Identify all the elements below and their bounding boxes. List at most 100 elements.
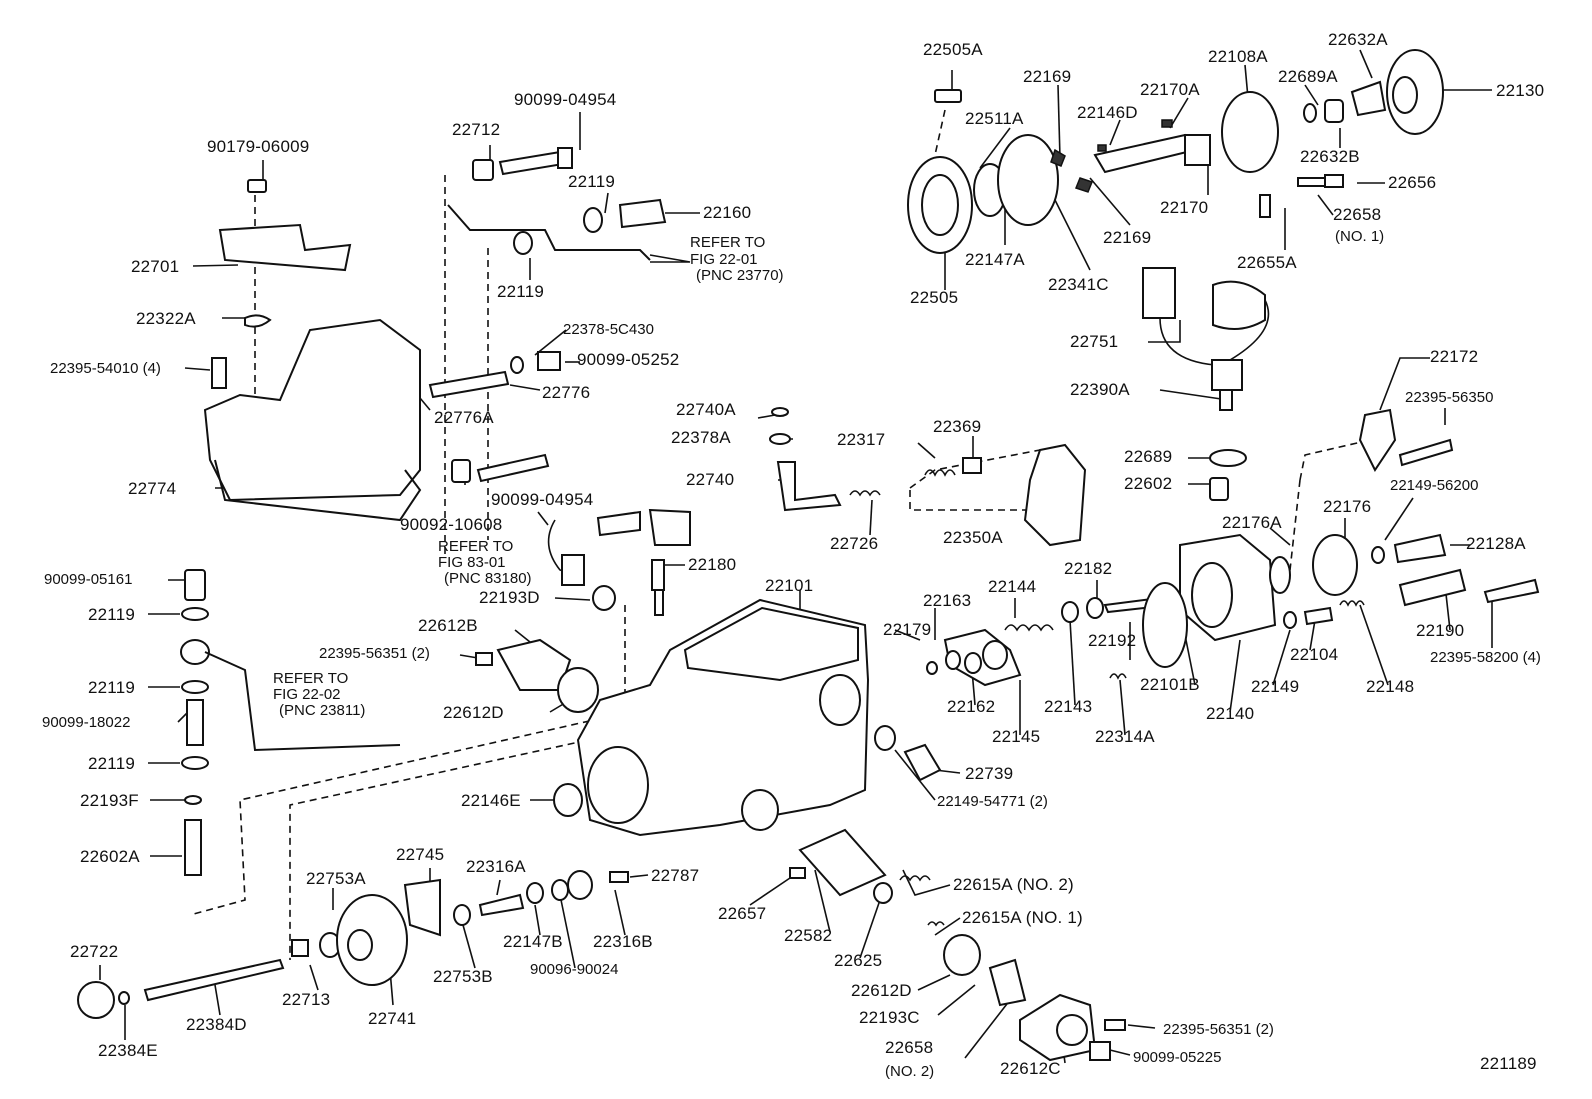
valve-22176 [1312,534,1358,596]
bracket-22701 [218,223,352,272]
ring-22625 [873,882,893,904]
solenoid-tip [1219,389,1233,411]
part-label: 22350A [943,528,1003,547]
ref-note-3-line2: FIG 22-02 [273,686,341,703]
figure-number: 221189 [1480,1054,1537,1073]
part-label: 22170A [1140,80,1200,99]
ring-22378a [769,433,791,445]
cap-22751 [1212,280,1266,330]
ref-note-2-line2: FIG 83-01 [438,554,506,571]
part-label: 22176A [1222,513,1282,532]
part-label: 22314A [1095,727,1155,746]
lever-22350a [1023,443,1087,547]
part-label: 22316A [466,857,526,876]
part-label: 22140 [1206,704,1254,723]
gasket-22119-3 [181,756,209,770]
shaft-22384d [143,958,285,1002]
part-label: 22774 [128,479,176,498]
shaft-22316a [478,893,525,917]
part-label: 22180 [688,555,736,574]
part-label: 22712 [452,120,500,139]
part-label: 22395-56351 (2) [319,645,430,662]
part-label: 22341C [1048,275,1109,294]
wire-83-01 [547,519,576,576]
part-label: 22170 [1160,198,1208,217]
part-label: 22745 [396,845,444,864]
part-label: 22322A [136,309,196,328]
bolt-90099-18022 [186,699,204,746]
part-label: 22108A [1208,47,1268,66]
part-label: 22722 [70,942,118,961]
spring-22615a-no1 [927,921,945,927]
part-label: 22193C [859,1008,920,1027]
ring-22147b [526,882,544,904]
part-label: 22395-56351 (2) [1163,1021,1274,1038]
pin-22657 [789,867,806,879]
connector-22190 [1398,568,1467,607]
oring-22689 [1209,449,1247,467]
part-label: 22395-58200 (4) [1430,649,1541,666]
bushing-22632b [1324,99,1344,123]
gear-22341c [997,134,1059,226]
screw-22369 [962,457,982,474]
part-label: 22615A (NO. 1) [962,908,1083,927]
lever-22740 [776,461,842,512]
part-label: 22395-56350 [1405,389,1493,406]
part-label: 22689A [1278,67,1338,86]
part-label: 22146E [461,791,521,810]
filter-22602a [184,819,202,876]
part-label: 22128A [1466,534,1526,553]
bolt-head [557,147,573,169]
reference-notes: REFER TO FIG 22-01 (PNC 23770) REFER TO … [273,234,784,719]
pin-22658 [1297,177,1329,187]
spring-22148 [1339,600,1365,607]
part-label: 22147A [965,250,1025,269]
banjo-left [180,639,210,665]
oring-22612d-b [943,934,981,976]
part-label: 22741 [368,1009,416,1028]
part-label: 22753A [306,869,366,888]
filter-22602 [1209,477,1229,501]
part-label: 22776A [434,408,494,427]
part-label: 22119 [88,754,135,773]
washer-22162 [964,652,982,674]
part-label: 90099-04954 [514,90,616,109]
part-label: 22169 [1023,67,1071,86]
part-label: 22149 [1251,677,1299,696]
plug-22739 [903,743,942,782]
bolt-90099-04954 [498,150,565,176]
part-label: 90099-05225 [1133,1049,1221,1066]
valve-22658-no2 [988,958,1027,1007]
ring-22179 [926,661,938,675]
part-label: 22378A [671,428,731,447]
wire-22751 [1159,317,1216,366]
part-shapes [77,49,1540,1062]
part-label: 22193F [80,791,139,810]
gasket-22774 [214,459,422,522]
part-label: 22378-5C430 [563,321,654,338]
connector-22128a [1393,533,1447,564]
part-label: 22505 [910,288,958,307]
nut-90179-06009 [247,179,267,193]
ring-22193f [184,795,202,805]
ref-note-3-line1: REFER TO [273,670,348,687]
ring-22149-56200 [1371,546,1385,564]
valve-22104 [1303,606,1334,626]
spring-22317 [924,469,956,477]
part-label: 22751 [1070,332,1118,351]
shaft-collar [1184,134,1211,166]
part-label: 22787 [651,866,699,885]
part-label: 22179 [883,620,931,639]
connector-22751 [1142,267,1176,319]
gear-hub [347,929,373,961]
part-label: 22701 [131,257,179,276]
sleeve-22316b [567,870,593,900]
part-labels: 22505A 22169 22108A 22632A 22170A 22689A… [42,30,1544,1080]
part-label: 22162 [947,697,995,716]
banjo-bolt-22160 [618,198,667,229]
leader-lines [99,49,1493,1064]
part-label: 90099-18022 [42,714,130,731]
bolt-90099-04954-b [476,453,550,483]
gasket-22149-54771 [874,725,896,751]
part-label: 22615A (NO. 2) [953,875,1074,894]
